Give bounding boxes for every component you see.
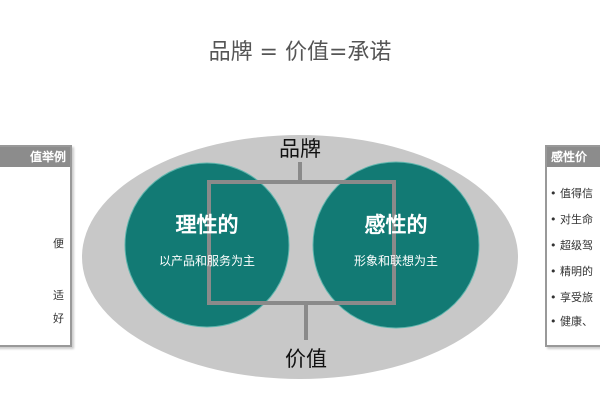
rational-title: 理性的 — [176, 213, 239, 237]
box-header: 值举例 — [0, 147, 70, 167]
list-item: • 享受旅 — [550, 291, 593, 304]
box-header: 感性价 — [547, 147, 600, 167]
list-item: • 对生命 — [550, 213, 593, 226]
emotional-title: 感性的 — [365, 213, 428, 237]
list-item: 适 — [53, 289, 64, 302]
emotional-subtitle: 形象和联想为主 — [354, 253, 438, 268]
rational-examples-box: 值举例 便 适 好 — [0, 145, 72, 347]
emotional-examples-box: 感性价 • 值得信 • 对生命 • 超级驾 • 精明的 • 享受旅 • 健康、 — [545, 145, 600, 347]
list-item: • 精明的 — [550, 265, 593, 278]
rational-subtitle: 以产品和服务为主 — [159, 253, 255, 268]
list-item: 好 — [53, 312, 64, 325]
connector-bracket — [207, 162, 396, 340]
list-item: • 值得信 — [550, 187, 593, 200]
page-title: 品牌 = 价值=承诺 — [208, 40, 392, 65]
bottom-label: 价值 — [285, 347, 327, 371]
list-item: 便 — [53, 237, 64, 250]
list-item: • 超级驾 — [550, 239, 593, 252]
top-label: 品牌 — [279, 137, 321, 161]
list-item: • 健康、 — [550, 315, 593, 328]
